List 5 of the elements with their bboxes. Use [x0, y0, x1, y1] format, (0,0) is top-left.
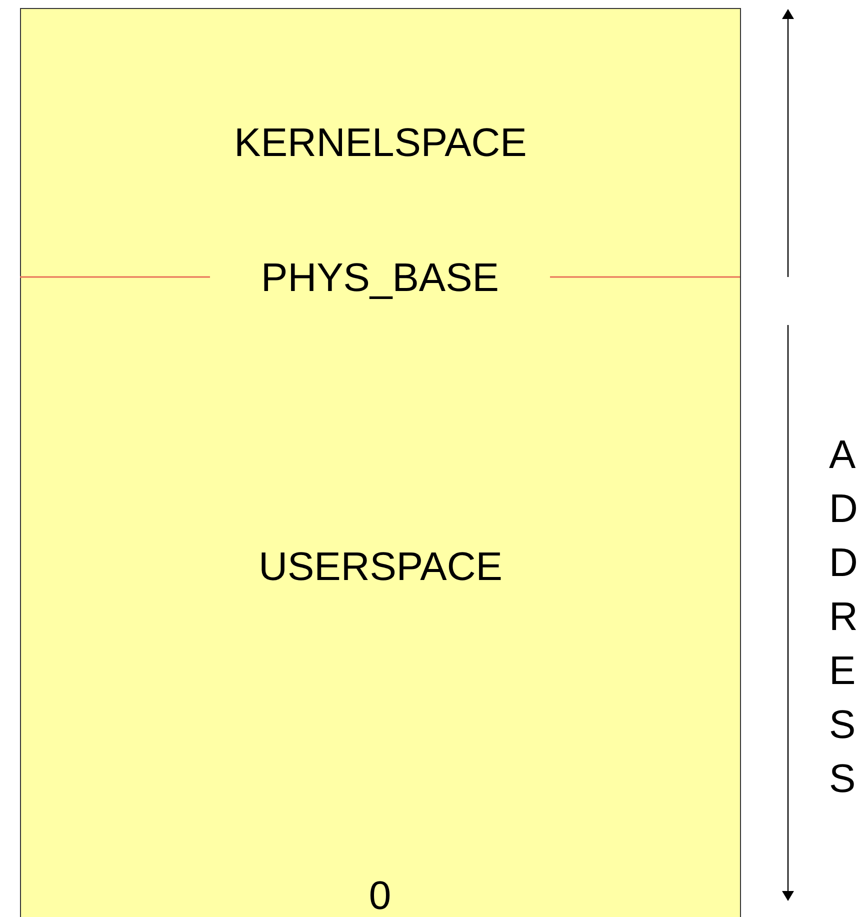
- region-label: USERSPACE: [258, 544, 504, 591]
- boundary-label: PHYS_BASE: [261, 255, 499, 302]
- address-label: 0: [368, 873, 392, 917]
- region-label: KERNELSPACE: [233, 120, 528, 167]
- axis-label: ADDRESS: [829, 432, 859, 803]
